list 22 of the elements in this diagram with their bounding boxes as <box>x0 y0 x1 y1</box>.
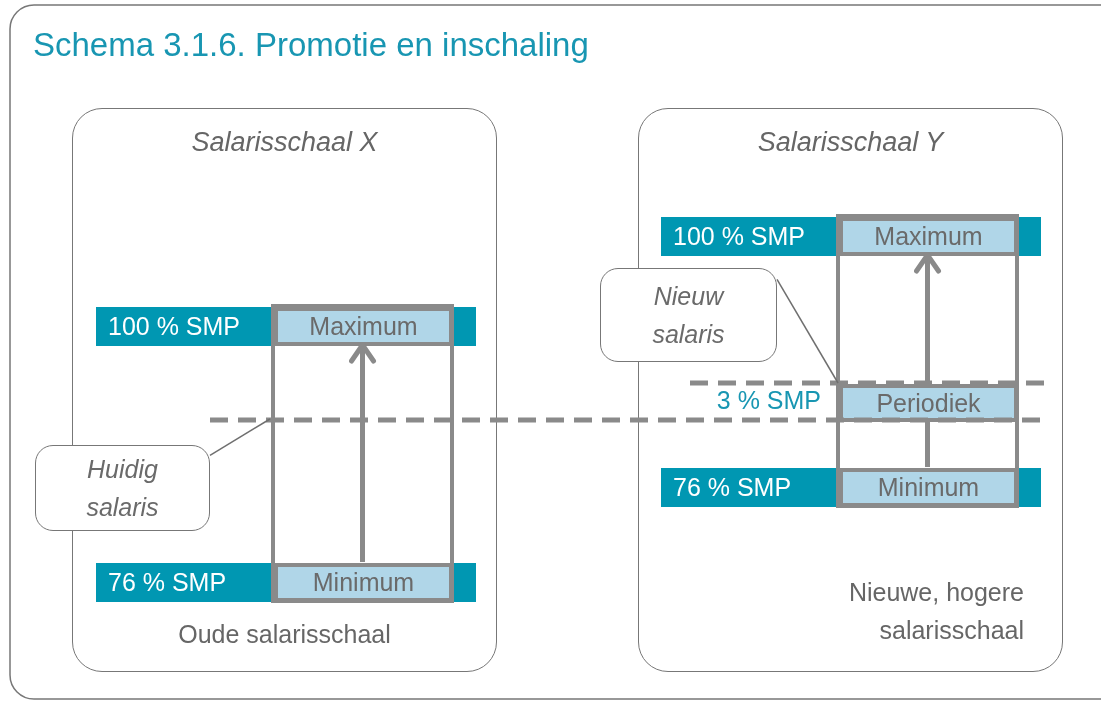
scale-panel <box>638 108 1063 672</box>
leader-line <box>209 418 271 457</box>
percentage-label: 100 % SMP <box>673 221 805 252</box>
level-box: Maximum <box>839 217 1018 256</box>
scale-bar <box>96 563 476 602</box>
panel-caption: Oude salarisschaal <box>177 619 392 650</box>
diagram-title: Schema 3.1.6. Promotie en inschaling <box>33 26 589 64</box>
percentage-label: 76 % SMP <box>108 567 227 598</box>
callout-bubble: Nieuw salaris <box>600 268 777 362</box>
leader-line <box>776 278 839 384</box>
percentage-label: 3 % SMP <box>716 386 821 415</box>
scale-bar <box>96 307 476 346</box>
percentage-label: 100 % SMP <box>108 311 240 342</box>
scale-bar <box>661 217 1041 256</box>
scale-bar <box>661 468 1041 507</box>
callout-bubble: Huidig salaris <box>35 445 210 531</box>
scale-panel <box>72 108 497 672</box>
panel-title: Salarisschaal X <box>190 127 379 158</box>
panel-title: Salarisschaal Y <box>756 127 946 158</box>
panel-caption: Nieuwe, hogere salarisschaal <box>847 577 1024 646</box>
percentage-label: 76 % SMP <box>673 472 792 503</box>
level-box: Maximum <box>274 307 453 346</box>
